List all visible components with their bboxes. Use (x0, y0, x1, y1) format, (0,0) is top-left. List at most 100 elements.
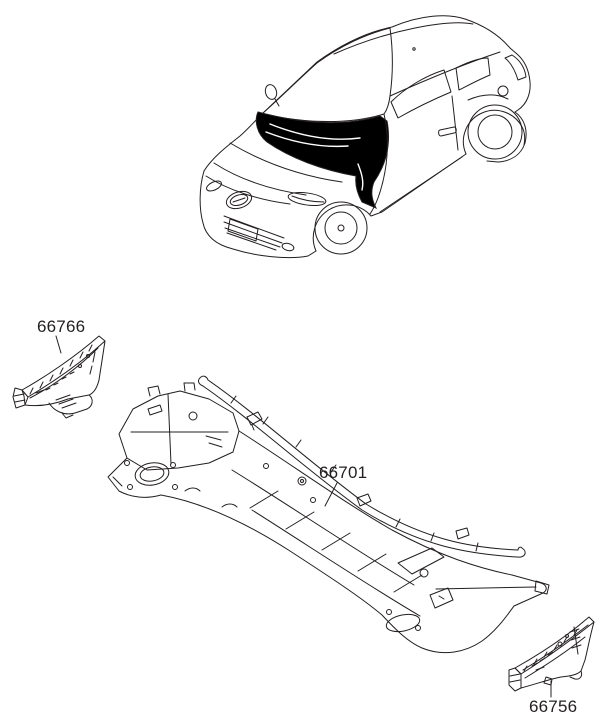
bottom-bolt-1 (415, 625, 421, 631)
bottom-bolt-2 (386, 609, 392, 615)
rear-fender-crease (467, 94, 509, 101)
face-slashes (531, 651, 554, 671)
part-label-66756[interactable]: 66756 (529, 697, 577, 716)
sunroof-line (333, 22, 474, 55)
side-mirror (264, 84, 278, 100)
left-bracket-outline (118, 390, 240, 471)
vehicle-rear-panel (486, 111, 527, 163)
roof-antenna-dot (412, 47, 416, 51)
part-66701-drawing (107, 375, 550, 654)
grille-logo-h (232, 197, 246, 203)
trough-bottom-edge (160, 494, 515, 654)
bar-clip-1 (246, 411, 263, 431)
wiper-pivot-1 (297, 476, 307, 486)
right-flange-tab (534, 580, 550, 595)
inner-crease-2 (524, 636, 586, 679)
foot (48, 394, 93, 419)
part-label-66766[interactable]: 66766 (37, 317, 85, 336)
headlight-left (206, 180, 222, 192)
bar-clip-2 (356, 493, 372, 507)
shoulder-line (389, 51, 501, 97)
front-wheel-hub (337, 224, 345, 232)
rear-wheel-arch (462, 109, 526, 155)
slot-plate (429, 587, 454, 609)
door-handle (438, 126, 457, 137)
inner-crease (29, 347, 99, 399)
part-66756-drawing (508, 616, 595, 692)
door-glass (390, 69, 452, 119)
panel-hole-1 (263, 463, 269, 469)
upper-bar-outer (202, 385, 518, 558)
left-oval-hole-inner (139, 466, 165, 482)
fuel-door (497, 85, 509, 97)
front-wheel (314, 201, 368, 255)
leader-line-66701 (324, 482, 338, 507)
cowl-vent-line-1 (269, 123, 361, 140)
cowl-area-highlight (255, 111, 389, 209)
left-oval-hole (134, 462, 170, 486)
door-front-edge (369, 113, 388, 215)
trough-top-edge (238, 430, 513, 576)
hood-crease-2 (213, 162, 307, 196)
grille-logo-ring (225, 190, 253, 210)
rear-wheel (467, 104, 523, 160)
upper-bar-ticks (230, 395, 479, 552)
trough-ribs (249, 490, 423, 593)
end-face (12, 387, 26, 409)
callouts: 66766 66701 66756 (37, 317, 577, 716)
center-bracket (397, 547, 445, 575)
windshield (260, 27, 393, 123)
end-face (508, 667, 522, 692)
left-bracket-details (130, 382, 229, 465)
mid-crease (231, 469, 415, 586)
inner-crease-1 (522, 624, 589, 671)
ridge-strip (21, 335, 106, 398)
cowl-vent-line-3 (357, 163, 364, 191)
side-mirror-stem (274, 98, 280, 107)
cowl-vent-line-2 (265, 131, 349, 148)
wiper-pivot-2 (419, 568, 429, 578)
vehicle-top-profile (203, 15, 531, 172)
license-plate (227, 218, 259, 242)
leader-line-66766 (55, 335, 62, 354)
vehicle-illustration (199, 15, 531, 259)
ridge-strip (514, 616, 595, 675)
face-hole-2 (565, 634, 569, 638)
bolt-hole-4 (172, 484, 178, 490)
tip-slots (89, 351, 96, 375)
main-face (520, 621, 595, 689)
front-wheel-rim (324, 211, 358, 245)
upper-bar-end-hook (516, 546, 526, 558)
bottom-oval-hole (385, 613, 421, 633)
bolt-hole-3 (170, 462, 176, 468)
front-wheel-arch (312, 153, 467, 252)
door-rear-edge (451, 95, 459, 151)
upper-bar-tip (198, 375, 209, 387)
bolt-hole-2 (127, 484, 133, 490)
part-66766-drawing (12, 335, 106, 419)
rear-wheel-rim (477, 114, 513, 150)
rib-base-line (251, 509, 421, 617)
quarter-glass (455, 57, 491, 91)
vehicle-front-face (199, 170, 317, 259)
right-rib-ladder (569, 626, 582, 655)
bar-clip-3 (455, 527, 470, 540)
face-slashes (35, 371, 75, 394)
bumper-intake-lines (223, 215, 285, 251)
right-flange (435, 574, 547, 607)
bolt-hole-1 (124, 460, 130, 466)
face-hole-1 (78, 364, 82, 368)
grille-logo-inner (229, 193, 249, 207)
face-hole-1 (557, 641, 563, 647)
wiper-pivot-1-center (300, 479, 304, 483)
headlight-right (287, 191, 327, 207)
face-hole-2 (86, 354, 90, 358)
panel-hole-2 (310, 497, 316, 503)
part-label-66701[interactable]: 66701 (319, 463, 367, 482)
left-bracket-hole (188, 411, 198, 421)
fog-light (281, 242, 295, 252)
ridge-ticks (29, 344, 93, 395)
rear-lamp (504, 54, 527, 81)
